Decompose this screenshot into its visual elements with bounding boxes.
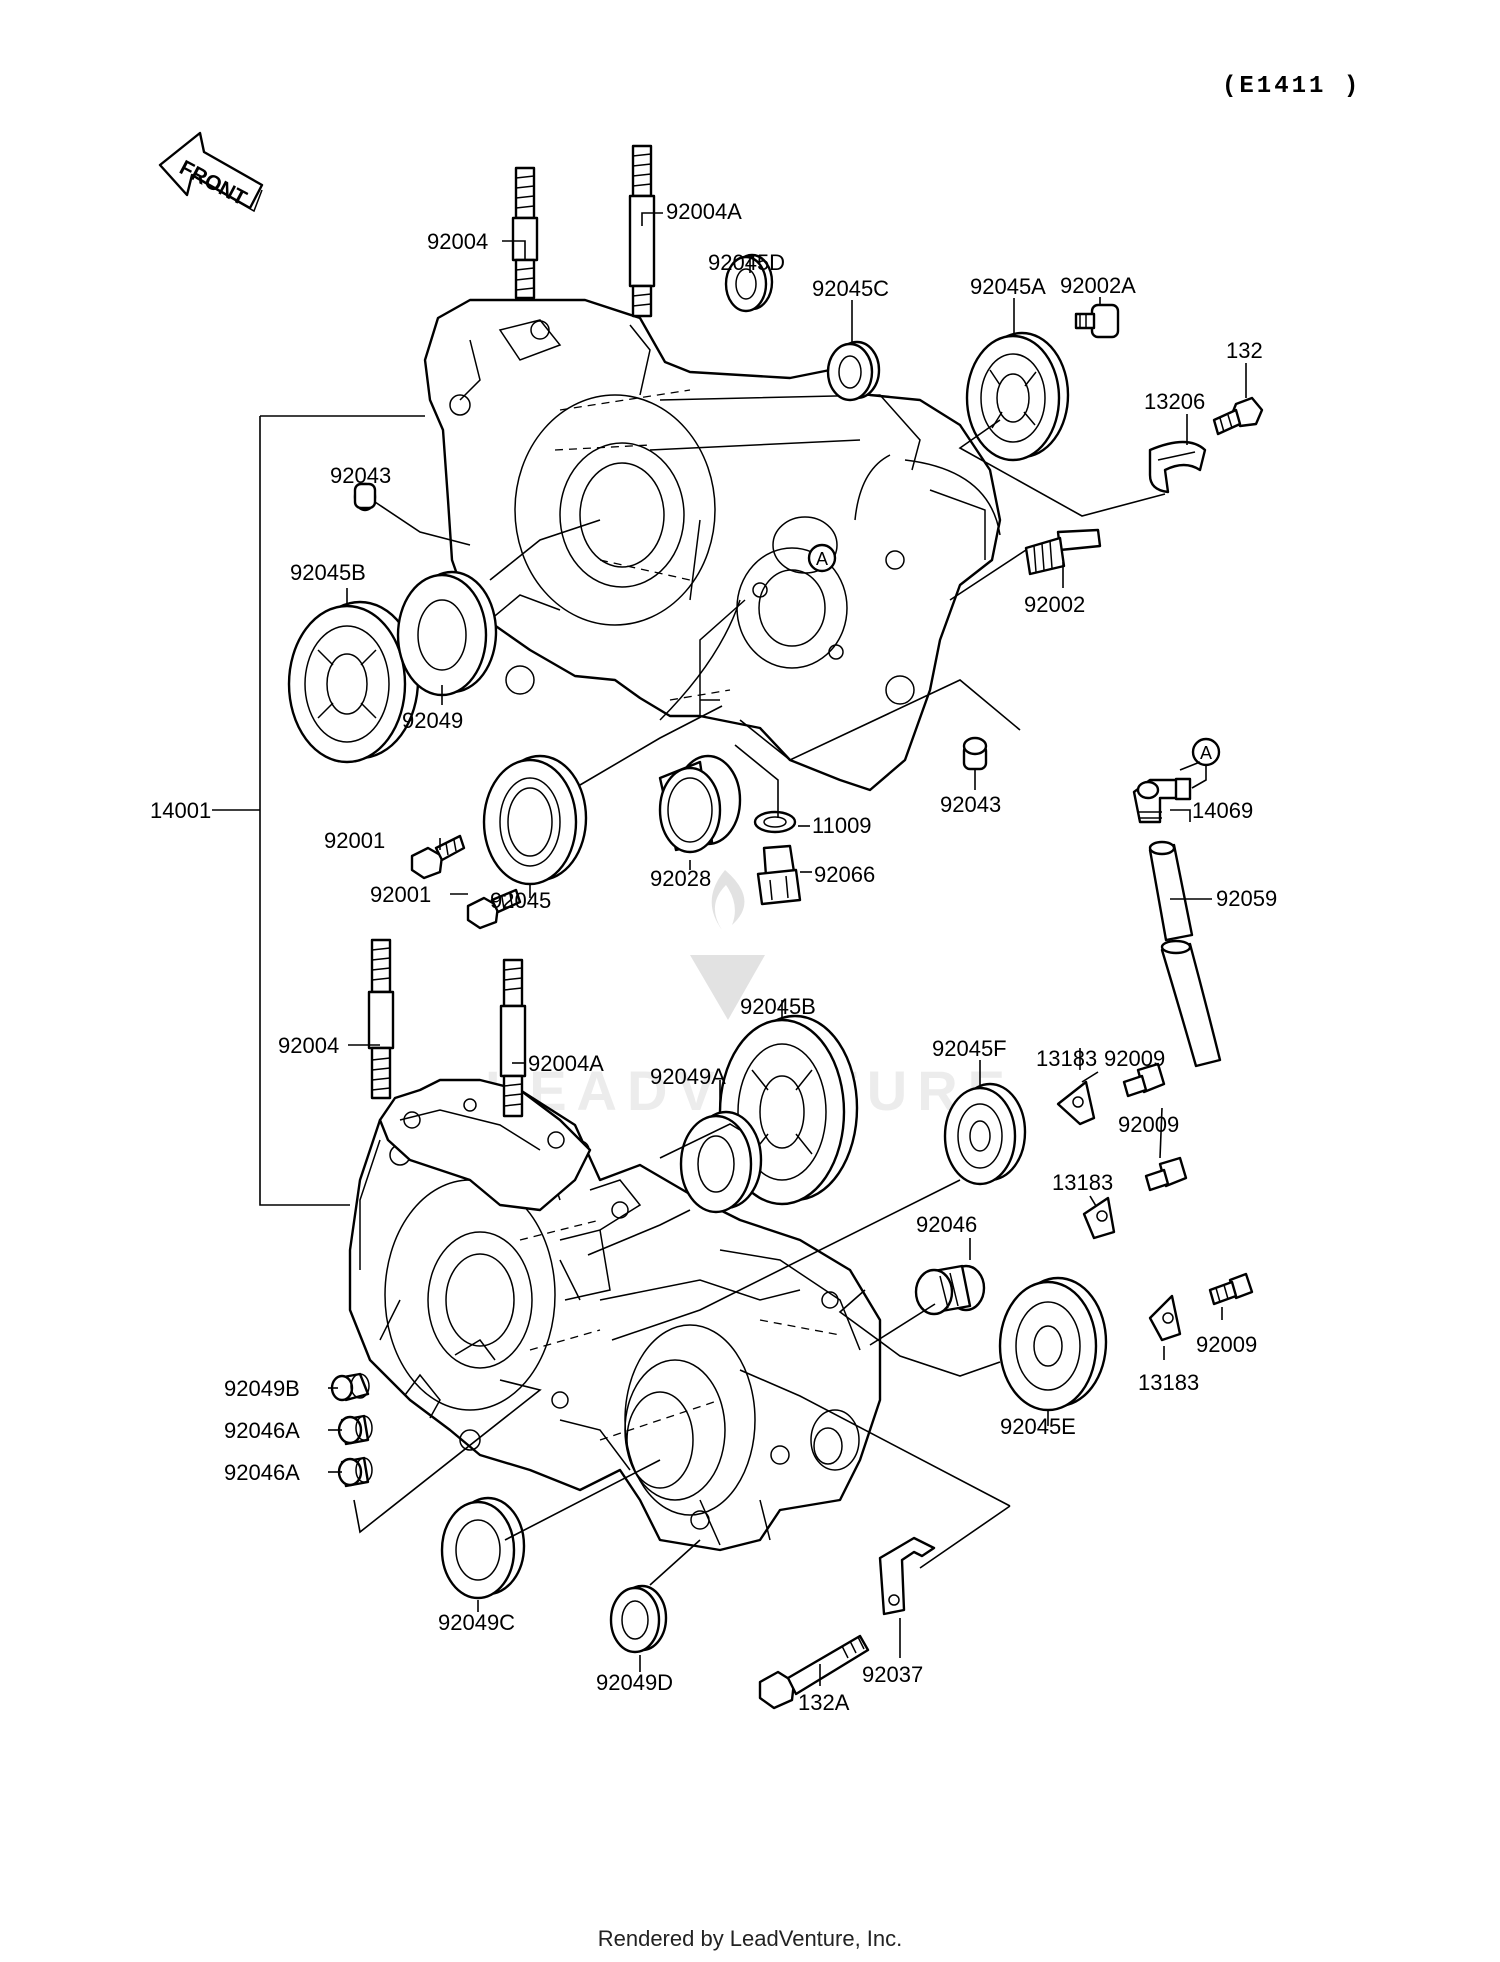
label-92002: 92002: [1024, 592, 1085, 617]
marker-a-upper: A: [1191, 737, 1221, 767]
label-92049B: 92049B: [224, 1376, 300, 1401]
label-92045B-lower: 92045B: [740, 994, 816, 1019]
upper-crankcase-half: [423, 298, 1002, 792]
label-92001-b: 92001: [370, 882, 431, 907]
label-92009-c: 92009: [1196, 1332, 1257, 1357]
clamp-13206: [1148, 440, 1207, 494]
bearing-92045E: [998, 1276, 1108, 1412]
bolt-92009-c: [1208, 1272, 1254, 1306]
seal-92049D: [609, 1584, 668, 1654]
marker-a-crankcase: A: [807, 543, 837, 573]
label-92046: 92046: [916, 1212, 977, 1237]
label-92002A: 92002A: [1060, 273, 1136, 298]
label-92009-a: 92009: [1104, 1046, 1165, 1071]
label-92066: 92066: [814, 862, 875, 887]
label-13183-a: 13183: [1036, 1046, 1097, 1071]
label-13183-c: 13183: [1138, 1370, 1199, 1395]
lower-cylinder-flange: [378, 1078, 592, 1212]
bearing-92045B-upper: [287, 600, 420, 764]
stud-92004A-top: [628, 144, 656, 318]
stud-92004-bottom: [367, 938, 395, 1100]
diagram-code: (E1411 ): [1222, 73, 1361, 100]
bolt-92001-a: [410, 834, 466, 880]
plug-92066: [756, 844, 802, 906]
bolt-92002A: [1074, 303, 1120, 339]
label-92049: 92049: [402, 708, 463, 733]
label-92046A-a: 92046A: [224, 1418, 300, 1443]
label-92045A: 92045A: [970, 274, 1046, 299]
label-92049C: 92049C: [438, 1610, 515, 1635]
label-92045F: 92045F: [932, 1036, 1007, 1061]
bushing-92028: [658, 754, 742, 854]
bolt-92009-a: [1122, 1062, 1166, 1098]
label-92043-left: 92043: [330, 463, 391, 488]
hose-92059: [1148, 840, 1222, 1068]
label-14069: 14069: [1192, 798, 1253, 823]
seal-92049B: [330, 1372, 370, 1402]
bearing-92045C: [826, 340, 881, 402]
seal-92049A: [679, 1110, 763, 1214]
label-92004A-top: 92004A: [666, 199, 742, 224]
label-92028: 92028: [650, 866, 711, 891]
bearing-92046A-a: [337, 1414, 373, 1446]
label-132A: 132A: [798, 1690, 850, 1715]
bearing-92046A-b: [337, 1456, 373, 1488]
label-92046A-b: 92046A: [224, 1460, 300, 1485]
bolt-92001-b: [466, 888, 522, 930]
label-13206: 13206: [1144, 389, 1205, 414]
bearing-92045A: [965, 331, 1070, 462]
label-92059: 92059: [1216, 886, 1277, 911]
stud-92004A-bottom: [499, 958, 527, 1118]
label-92004-bottom: 92004: [278, 1033, 339, 1058]
label-92004A-bottom: 92004A: [528, 1051, 604, 1076]
bearing-92045F: [943, 1082, 1027, 1186]
label-92045B-upper: 92045B: [290, 560, 366, 585]
front-arrow-icon: FRONT: [158, 131, 264, 213]
label-132: 132: [1226, 338, 1263, 363]
plate-13183-c: [1148, 1294, 1182, 1342]
seal-92049: [396, 570, 498, 697]
label-92049D: 92049D: [596, 1670, 673, 1695]
bearing-92046: [914, 1264, 986, 1316]
footer-credit: Rendered by LeadVenture, Inc.: [598, 1926, 903, 1951]
label-11009: 11009: [812, 813, 872, 838]
bearing-92045D: [724, 253, 774, 313]
fitting-14069: [1132, 777, 1192, 824]
lower-crankcase-half: [348, 1083, 882, 1552]
stud-92004-top: [511, 166, 539, 300]
label-92001-a: 92001: [324, 828, 385, 853]
bolt-92009-b: [1144, 1156, 1188, 1192]
leader-lines: [212, 212, 1247, 1686]
bracket-92037: [878, 1536, 936, 1616]
label-92037: 92037: [862, 1662, 923, 1687]
label-14001: 14001: [150, 798, 211, 823]
bolt-92002: [1024, 528, 1102, 576]
plate-13183-b: [1082, 1196, 1116, 1240]
bearing-92045: [482, 754, 588, 886]
svg-text:A: A: [1200, 743, 1212, 763]
label-92045D: 92045D: [708, 250, 785, 275]
seal-92049C: [440, 1496, 526, 1600]
label-92009-b: 92009: [1118, 1112, 1179, 1137]
label-13183-b: 13183: [1052, 1170, 1113, 1195]
label-92043-right: 92043: [940, 792, 1001, 817]
svg-text:A: A: [816, 549, 828, 569]
label-92045E: 92045E: [1000, 1414, 1076, 1439]
washer-11009: [753, 810, 797, 834]
label-92045C: 92045C: [812, 276, 889, 301]
part-labels: 92004 92004A 92045D 92045C 92045A 92002A…: [150, 199, 1277, 1715]
bolt-132: [1212, 396, 1264, 436]
pin-92043-right: [962, 736, 988, 771]
pin-92043-left: [353, 482, 377, 512]
bolt-132A: [758, 1634, 870, 1710]
label-92049A: 92049A: [650, 1064, 726, 1089]
label-92045: 92045: [490, 888, 551, 913]
plate-13183-a: [1056, 1080, 1096, 1126]
label-92004-top: 92004: [427, 229, 488, 254]
